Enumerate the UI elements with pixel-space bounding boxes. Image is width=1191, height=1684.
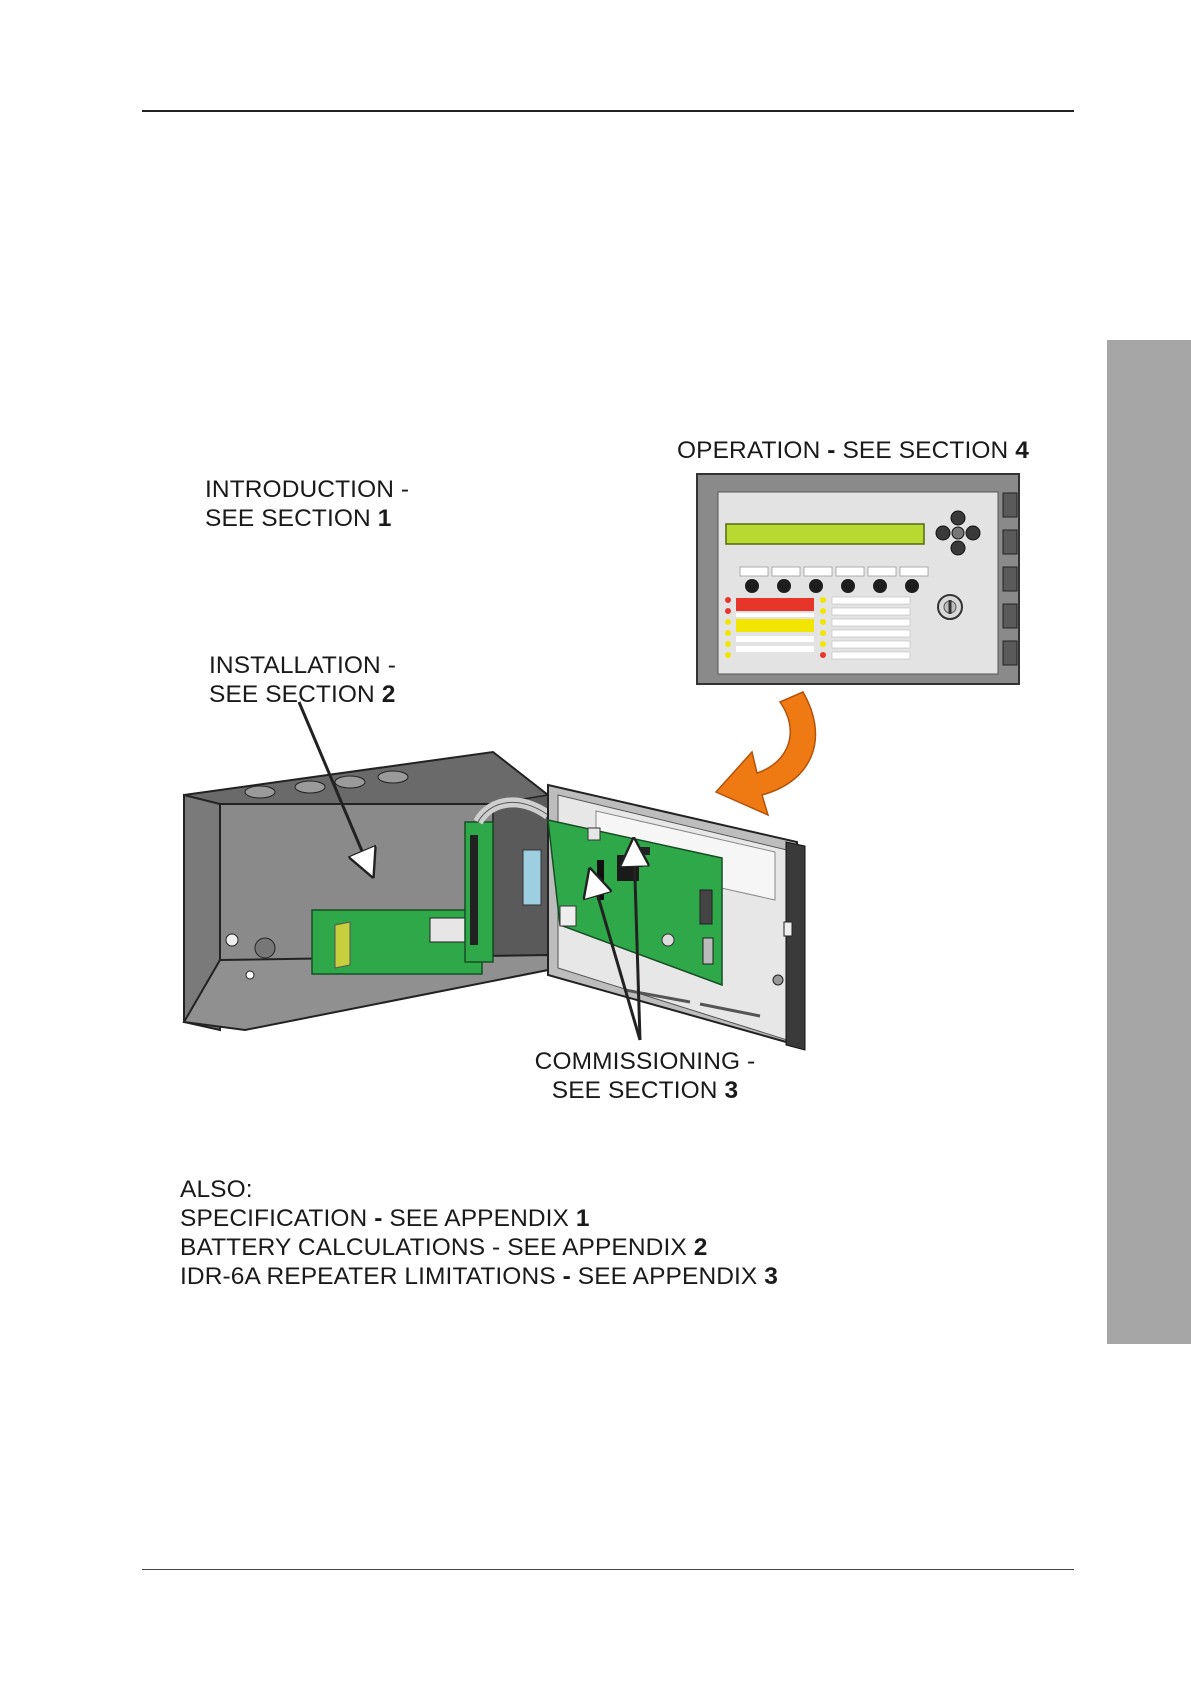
lcd-display [726, 524, 924, 544]
orange-curved-arrow [716, 692, 815, 815]
enclosure-door [548, 785, 805, 1050]
fault-indicator-bar [736, 619, 814, 632]
fire-indicator-bar [736, 598, 814, 611]
key-switch [938, 595, 962, 619]
repeater-enclosure [184, 752, 548, 1030]
footer-rule [142, 1569, 1074, 1570]
repeater-front-panel [697, 474, 1019, 684]
